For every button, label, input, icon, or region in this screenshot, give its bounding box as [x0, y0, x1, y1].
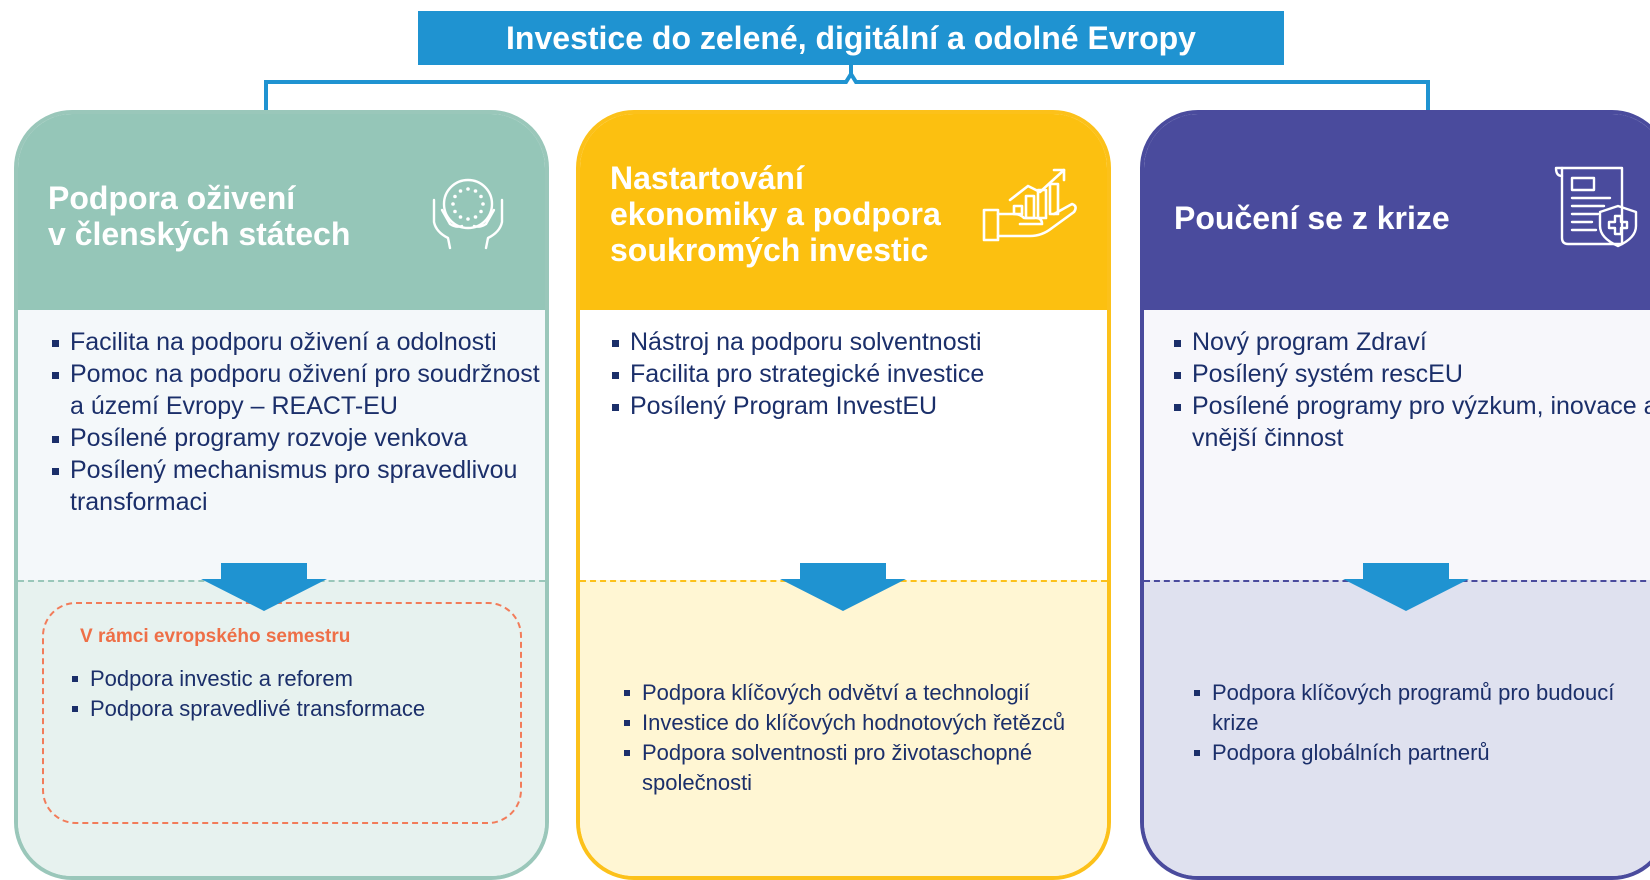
list-item: Posílený Program InvestEU: [610, 390, 1100, 422]
list-item: Posílený mechanismus pro spravedlivou tr…: [50, 454, 540, 518]
list-item: Podpora solventnosti pro životaschopné s…: [622, 738, 1082, 798]
list-item: Posílené programy rozvoje venkova: [50, 422, 540, 454]
column-main-section: Facilita na podporu oživení a odolnosti …: [18, 310, 545, 580]
semester-heading: V rámci evropského semestru: [80, 626, 351, 647]
sub-items-list: Podpora klíčových programů pro budoucí k…: [1192, 678, 1642, 768]
column-main-section: Nový program Zdraví Posílený systém resc…: [1144, 310, 1650, 580]
list-item: Podpora klíčových programů pro budoucí k…: [1192, 678, 1642, 738]
column-lessons-from-crisis: Poučení se z krize Nový program Zdraví P…: [1140, 110, 1650, 880]
down-arrow-icon: [201, 563, 327, 611]
list-item: Nový program Zdraví: [1172, 326, 1650, 358]
list-item: Posílené programy pro výzkum, inovace a …: [1172, 390, 1650, 454]
health-document-shield-icon: [1552, 164, 1642, 257]
column-main-section: Nástroj na podporu solventnosti Facilita…: [580, 310, 1107, 580]
main-items-list: Nástroj na podporu solventnosti Facilita…: [610, 326, 1100, 422]
main-items-list: Nový program Zdraví Posílený systém resc…: [1172, 326, 1650, 454]
column-heading: Podpora oživení v členských státech: [48, 180, 351, 252]
main-items-list: Facilita na podporu oživení a odolnosti …: [50, 326, 540, 518]
list-item: Facilita pro strategické investice: [610, 358, 1100, 390]
column-outcome-section: Podpora klíčových programů pro budoucí k…: [1144, 580, 1650, 876]
list-item: Podpora klíčových odvětví a technologií: [622, 678, 1082, 708]
column-header: Nastartování ekonomiky a podpora soukrom…: [580, 114, 1107, 310]
list-item: Investice do klíčových hodnotových řetěz…: [622, 708, 1082, 738]
sub-items-list: Podpora klíčových odvětví a technologií …: [622, 678, 1082, 798]
column-heading: Nastartování ekonomiky a podpora soukrom…: [610, 160, 941, 268]
column-recovery-member-states: Podpora oživení v členských státech Faci…: [14, 110, 549, 880]
down-arrow-icon: [780, 563, 906, 611]
column-header: Poučení se z krize: [1144, 114, 1650, 310]
down-arrow-icon: [1343, 563, 1469, 611]
list-item: Podpora globálních partnerů: [1192, 738, 1642, 768]
column-header: Podpora oživení v členských státech: [18, 114, 545, 310]
hands-eu-stars-icon: [426, 166, 510, 257]
list-item: Nástroj na podporu solventnosti: [610, 326, 1100, 358]
list-item: Posílený systém rescEU: [1172, 358, 1650, 390]
column-outcome-section: V rámci evropského semestru Podpora inve…: [18, 580, 545, 876]
column-heading: Poučení se z krize: [1174, 200, 1450, 236]
list-item: Facilita na podporu oživení a odolnosti: [50, 326, 540, 358]
column-outcome-section: Podpora klíčových odvětví a technologií …: [580, 580, 1107, 876]
sub-items-list: Podpora investic a reforem Podpora sprav…: [70, 664, 510, 724]
list-item: Podpora spravedlivé transformace: [70, 694, 510, 724]
list-item: Podpora investic a reforem: [70, 664, 510, 694]
column-economy-private-investment: Nastartování ekonomiky a podpora soukrom…: [576, 110, 1111, 880]
hand-growth-chart-icon: [980, 166, 1080, 259]
semester-box: V rámci evropského semestru Podpora inve…: [42, 602, 522, 824]
list-item: Pomoc na podporu oživení pro soudržnost …: [50, 358, 540, 422]
diagram-title: Investice do zelené, digitální a odolné …: [418, 11, 1284, 65]
